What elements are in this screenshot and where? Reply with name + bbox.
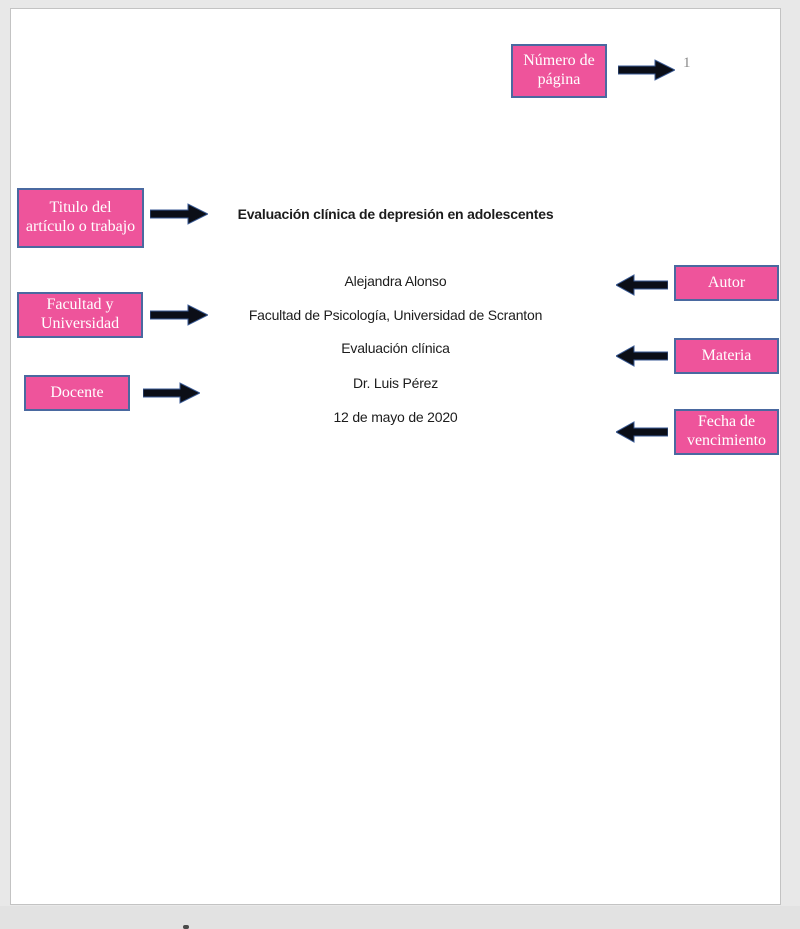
callout-title: Titulo del artículo o trabajo <box>17 188 144 248</box>
arrow-left-icon <box>616 421 668 443</box>
doc-affiliation-line: Facultad de Psicología, Universidad de S… <box>248 307 543 323</box>
callout-instructor: Docente <box>24 375 130 411</box>
arrow-left-icon <box>616 274 668 296</box>
page-number-value: 1 <box>683 55 691 71</box>
doc-course-line: Evaluación clínica <box>341 340 450 356</box>
arrow-left-icon <box>616 345 668 367</box>
next-page-text-peek <box>183 925 189 929</box>
doc-title: Evaluación clínica de depresión en adole… <box>237 206 554 222</box>
callout-affiliation: Facultad y Universidad <box>17 292 143 338</box>
callout-title-label: Titulo del artículo o trabajo <box>25 199 136 235</box>
arrow-right-icon <box>618 59 675 81</box>
doc-instructor-line: Dr. Luis Pérez <box>352 375 439 391</box>
document-page <box>10 8 781 905</box>
callout-due-date-label: Fecha de vencimiento <box>686 413 767 449</box>
callout-instructor-label: Docente <box>50 383 104 401</box>
callout-course: Materia <box>674 338 779 374</box>
page-gap <box>0 906 800 929</box>
callout-course-label: Materia <box>701 346 752 364</box>
callout-author-label: Autor <box>707 273 746 291</box>
arrow-right-icon <box>150 203 208 225</box>
callout-due-date: Fecha de vencimiento <box>674 409 779 455</box>
arrow-right-icon <box>143 382 200 404</box>
callout-author: Autor <box>674 265 779 301</box>
callout-affiliation-label: Facultad y Universidad <box>40 296 120 332</box>
callout-page-number-label: Número de página <box>523 52 595 88</box>
arrow-right-icon <box>150 304 208 326</box>
doc-author-line: Alejandra Alonso <box>344 273 447 289</box>
callout-page-number: Número de página <box>511 44 607 98</box>
doc-due-date-line: 12 de mayo de 2020 <box>333 409 458 425</box>
